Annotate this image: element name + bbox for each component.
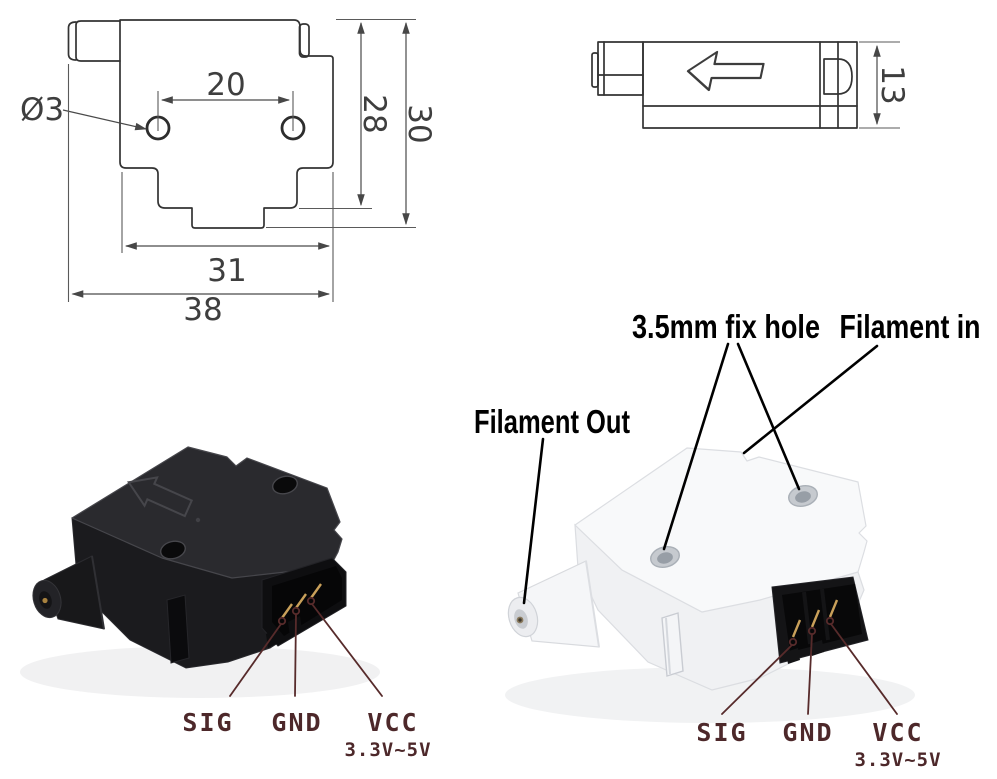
black-module-slot [166,594,190,664]
black-module-photo: SIG GND VCC 3.3V~5V [20,446,431,761]
black-module-pin-annotations: SIG GND VCC 3.3V~5V [182,596,431,761]
callout-fix-hole: 3.5mm fix hole [632,308,820,345]
side-view-drawing: 13 [591,41,910,129]
callout-filament-in: Filament in [840,308,981,345]
callout-lines [522,342,879,605]
dim-hole-diameter-value: Ø3 [20,92,64,128]
connector-pins [281,583,322,619]
body-clip-notch [298,23,310,58]
dim-height-inner: 28 [299,18,416,210]
dim-height-inner-value: 28 [356,94,392,133]
white-module-photo: SIG GND VCC 3.3V~5V 3.5mm fix hole Filam… [474,308,981,771]
dim-hole-pitch: 20 [157,67,294,131]
side-connector-lines [819,41,839,129]
white-pin-gnd-label: GND [782,718,833,747]
black-module-arrow-icon [127,476,194,518]
nozzle-filament-hole [42,597,48,604]
side-body-outline [642,41,858,129]
black-pin-vcc-label: VCC [367,708,418,737]
connector-pins [791,599,839,638]
side-latch-bump [823,58,853,95]
dim-side-height: 13 [859,41,910,129]
dim-side-height-value: 13 [874,65,910,104]
dim-hole-diameter: Ø3 [20,92,148,131]
filament-direction-arrow-icon [686,50,765,92]
nozzle-cap [67,21,77,61]
white-module-shadow [505,667,915,723]
black-module-fix-holes [159,475,299,560]
black-module-shadow [20,646,380,698]
black-pin-vcc-range: 3.3V~5V [344,739,431,761]
white-module-nozzle [507,560,600,648]
dim-height-outer-value: 30 [401,104,437,143]
side-nozzle-lines [597,41,644,96]
white-pin-vcc-label: VCC [872,718,923,747]
front-view-drawing: 20 Ø3 28 30 31 38 [20,18,437,328]
black-pin-sig-label: SIG [182,708,233,737]
callout-filament-out: Filament Out [474,403,630,440]
white-pin-sig-label: SIG [696,718,747,747]
side-nozzle-tip [591,52,599,88]
white-module-fix-holes [650,484,818,569]
black-module-nozzle [32,555,105,630]
dim-width-body-value: 31 [207,253,246,289]
sensor-body-outline [119,19,334,229]
dim-width-body: 31 [121,172,334,302]
dim-width-total-value: 38 [183,292,222,328]
dim-hole-pitch-value: 20 [206,67,245,103]
dim-height-outer: 30 [266,21,437,229]
white-pin-vcc-range: 3.3V~5V [854,749,941,771]
white-module-pin-annotations: SIG GND VCC 3.3V~5V [696,616,941,771]
nozzle-outline [75,20,121,62]
black-pin-gnd-label: GND [271,708,322,737]
dim-width-total: 38 [67,64,331,328]
black-module-pin-mark [195,517,201,523]
